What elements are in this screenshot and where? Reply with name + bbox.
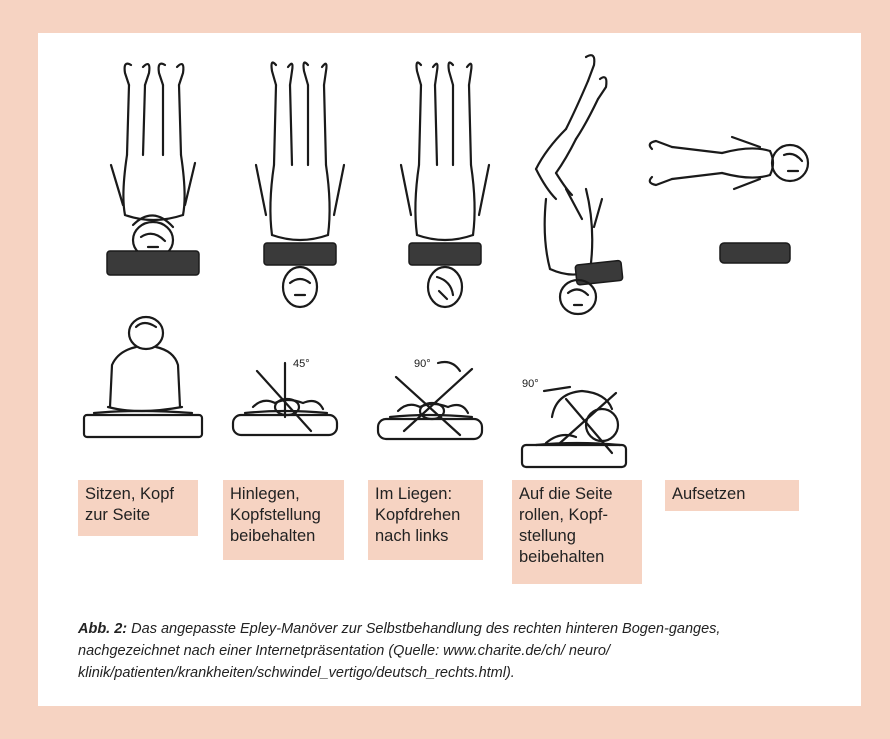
- step5-top-view-drawing: [642, 131, 812, 271]
- caption-text: Das angepasste Epley-Manöver zur Selbstb…: [78, 621, 720, 681]
- figure-panel: 45° 90° 90° Sit: [38, 33, 861, 706]
- step4-top-view-drawing: [516, 49, 626, 319]
- step4-side-view-drawing: 90°: [516, 373, 641, 468]
- step3-angle-label: 90°: [414, 358, 431, 370]
- step2-top-view-drawing: [250, 55, 350, 315]
- step1-side-view-drawing: [78, 315, 208, 445]
- step1-top-view-drawing: [93, 55, 213, 295]
- step3-label: Im Liegen: Kopfdrehen nach links: [368, 480, 483, 560]
- figure-caption: Abb. 2: Das angepasste Epley-Manöver zur…: [78, 618, 823, 684]
- step2-angle-label: 45°: [293, 358, 310, 370]
- step4-angle-label: 90°: [522, 378, 539, 390]
- step5-label: Aufsetzen: [665, 480, 799, 511]
- step3-top-view-drawing: [395, 55, 495, 315]
- step3-side-view-drawing: 90°: [368, 355, 493, 450]
- step2-label: Hinlegen, Kopfstellung beibehalten: [223, 480, 344, 560]
- step2-side-view-drawing: 45°: [223, 353, 348, 448]
- step4-label: Auf die Seite rollen, Kopf-stellung beib…: [512, 480, 642, 584]
- caption-prefix: Abb. 2:: [78, 621, 127, 637]
- step1-label: Sitzen, Kopf zur Seite: [78, 480, 198, 536]
